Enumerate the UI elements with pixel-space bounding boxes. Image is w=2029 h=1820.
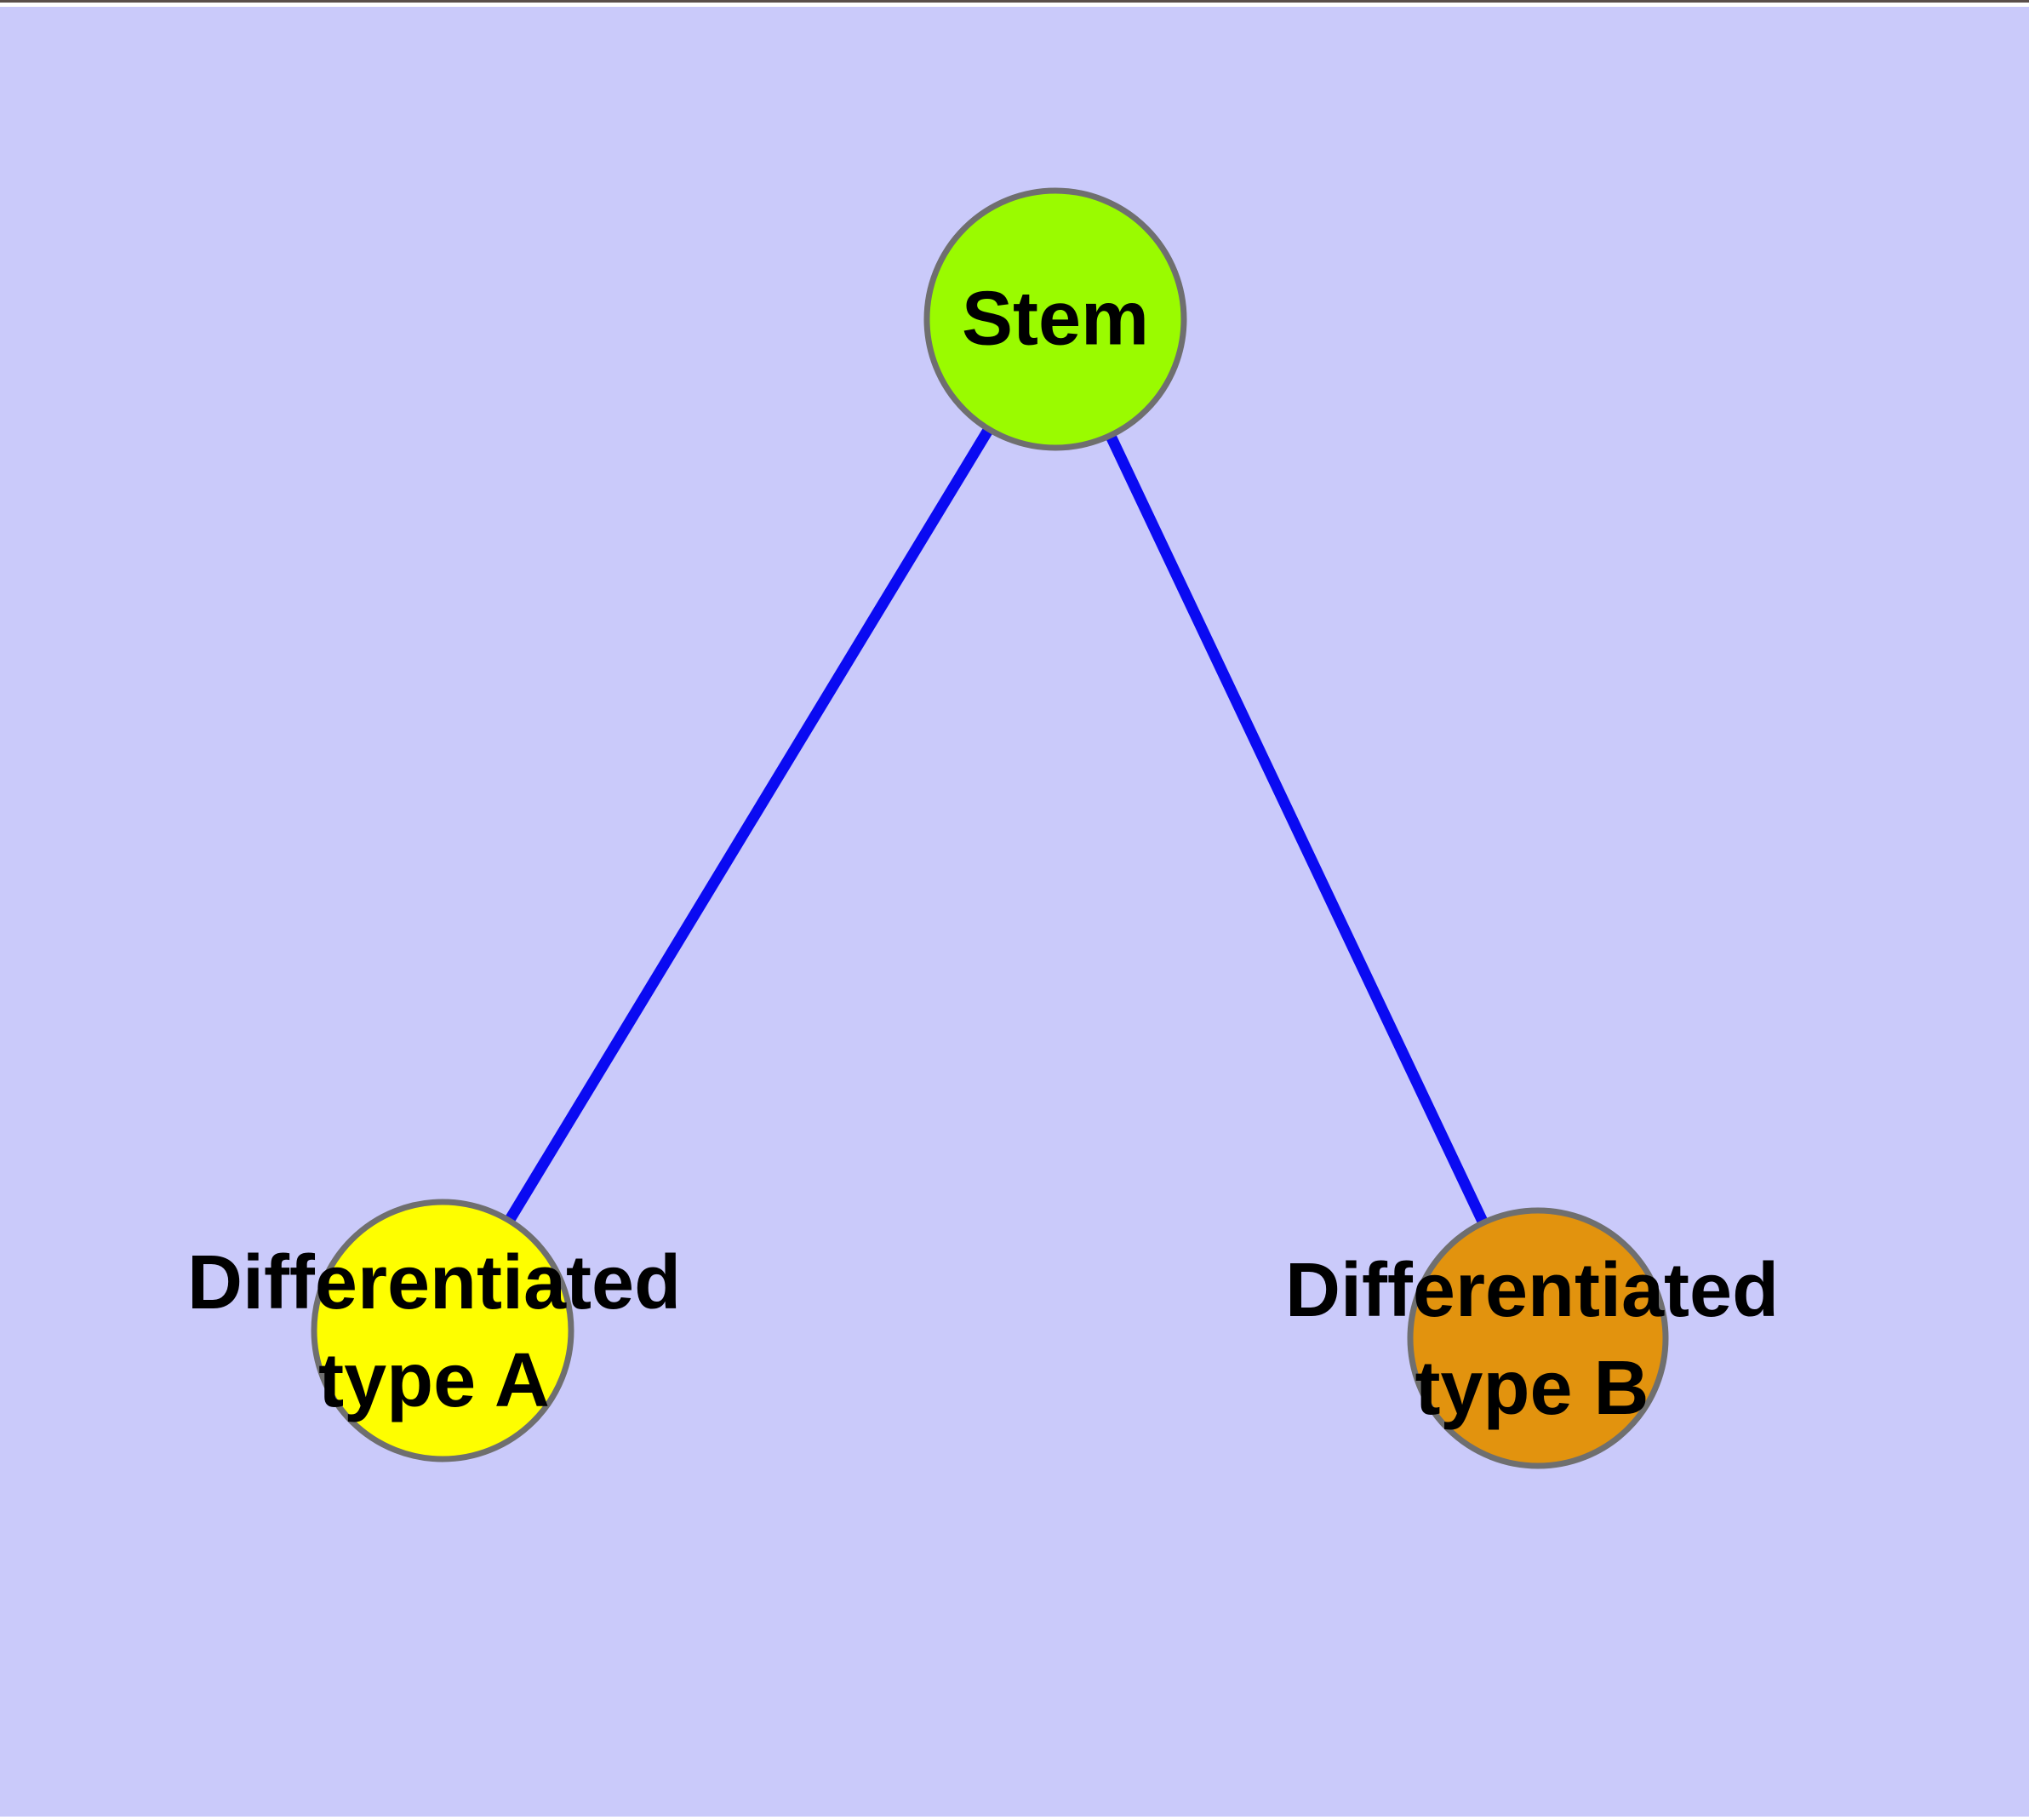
label-line-2: type B — [1415, 1346, 1649, 1431]
bottom-edge-highlight — [0, 1817, 2029, 1820]
label-line-2: type A — [318, 1338, 550, 1423]
node-stem-circle — [923, 187, 1187, 451]
node-stem-label: Stem — [961, 276, 1150, 362]
top-edge-line — [0, 0, 2029, 3]
node-differentiated-type-b-label: Differentiated type B — [1285, 1242, 1779, 1438]
label-line-1: Differentiated — [1284, 1248, 1780, 1333]
node-differentiated-type-a-label: Differentiated type A — [187, 1234, 681, 1430]
node-differentiated-type-b-circle — [1407, 1207, 1669, 1469]
top-edge-highlight — [0, 3, 2029, 7]
edge-stem-to-type-b — [1050, 317, 1543, 1341]
label-line-1: Differentiated — [186, 1240, 682, 1325]
node-differentiated-type-a-circle — [311, 1199, 574, 1462]
edge-stem-to-type-a — [437, 316, 1060, 1334]
